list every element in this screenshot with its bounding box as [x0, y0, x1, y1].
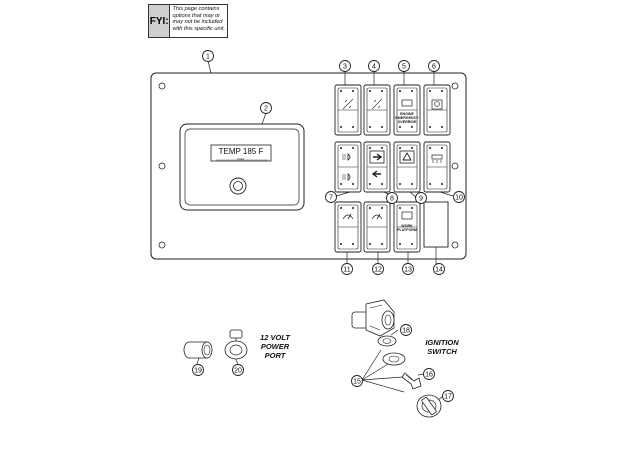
headlight-icon [342, 173, 351, 181]
rocker-switch-6 [423, 84, 451, 136]
callout-number: 10 [455, 194, 463, 201]
callout-18: 18 [400, 324, 412, 336]
callout-number: 19 [194, 367, 202, 374]
callout-20: 20 [232, 364, 244, 376]
callout-number: 9 [419, 195, 423, 202]
display-readout: TEMP 185 F [219, 147, 264, 156]
power-port-label-3: PORT [265, 351, 287, 360]
callout-number: 1 [206, 53, 210, 60]
engine-icon [401, 99, 413, 107]
callout-number: 17 [444, 393, 452, 400]
callout-number: 4 [372, 63, 376, 70]
rocker-switch-9 [393, 141, 421, 193]
callout-number: 18 [402, 327, 410, 334]
callout-number: 8 [390, 195, 394, 202]
callout-number: 14 [435, 266, 443, 273]
ignition-label-2: SWITCH [427, 347, 457, 356]
callout-2: 2 [260, 102, 272, 114]
rocker-switch-8 [363, 141, 391, 193]
rocker-switch-11 [334, 201, 362, 253]
callout-11: 11 [341, 263, 353, 275]
callout-8: 8 [386, 192, 398, 204]
callout-15: 15 [351, 375, 363, 387]
callout-number: 5 [402, 63, 406, 70]
hazard-triangle-icon [399, 150, 415, 164]
wiper-icon [342, 213, 354, 220]
headlight-icon [342, 153, 351, 161]
leader-lines [196, 60, 454, 403]
rocker-switch-12 [363, 201, 391, 253]
temperature-display-module: TEMP 185 F FUEL [179, 123, 305, 211]
callout-7: 7 [325, 191, 337, 203]
fyi-note-text: This page contains options that may or m… [170, 5, 227, 37]
callout-16: 16 [423, 368, 435, 380]
callout-number: 6 [432, 63, 436, 70]
callout-6: 6 [428, 60, 440, 72]
fyi-note-line: This page contains [172, 6, 220, 12]
power-port-label-1: 12 VOLT [260, 333, 291, 342]
callout-14: 14 [433, 263, 445, 275]
diagonal-hatch-icon [342, 98, 354, 110]
engine-override-label-1: ENGINE [400, 112, 414, 116]
ignition-knob-icon [416, 394, 442, 418]
callout-13: 13 [402, 263, 414, 275]
ignition-nut-icon [377, 335, 397, 347]
fyi-note-line: may not be included [172, 19, 223, 26]
callout-12: 12 [372, 263, 384, 275]
engine-override-label-2: EMERGENCY [395, 116, 419, 120]
diagonal-hatch-icon [371, 98, 383, 110]
rocker-switch-5 [393, 84, 421, 136]
camera-icon [431, 99, 443, 110]
ignition-key-icon [401, 372, 422, 390]
work-light-icon [401, 211, 413, 220]
power-port-socket-icon [183, 341, 213, 359]
rocker-switch-13 [393, 201, 421, 253]
callout-4: 4 [368, 60, 380, 72]
ignition-washer-icon [382, 352, 406, 366]
fyi-tag: FYI: [149, 5, 171, 37]
callout-number: 13 [404, 266, 412, 273]
callout-5: 5 [398, 60, 410, 72]
callout-9: 9 [415, 192, 427, 204]
work-platform-label-1: WORK [401, 224, 413, 228]
callout-number: 12 [374, 266, 382, 273]
rocker-switch-4 [363, 84, 391, 136]
callout-19: 19 [192, 364, 204, 376]
callout-number: 15 [353, 378, 361, 385]
callout-10: 10 [453, 191, 465, 203]
fyi-note-box: FYI: This page contains options that may… [148, 4, 228, 38]
callout-number: 20 [234, 367, 242, 374]
power-port-label-2: POWER [261, 342, 290, 351]
rocker-switch-3 [334, 84, 362, 136]
fyi-note-line: with this specific unit. [172, 25, 225, 32]
callout-number: 3 [343, 63, 347, 70]
work-platform-label-2: PLATFORM [397, 228, 417, 232]
power-port-cap-icon [224, 329, 248, 360]
fyi-note-line: options that may or [172, 12, 221, 19]
blank-plug [423, 201, 449, 248]
ignition-switch-body-icon [351, 299, 395, 337]
callout-number: 7 [329, 194, 333, 201]
light-bar-icon [431, 154, 443, 163]
callout-number: 2 [264, 105, 268, 112]
rocker-switch-group [334, 84, 451, 253]
rocker-switch-7 [334, 141, 362, 193]
ignition-label-1: IGNITION [425, 338, 459, 347]
callout-1: 1 [202, 50, 214, 62]
wiper-icon [371, 213, 383, 220]
engine-override-label-3: OVERRIDE [398, 120, 417, 124]
display-sub-label: FUEL [237, 157, 245, 161]
arrow-left-icon [371, 170, 381, 178]
callout-3: 3 [339, 60, 351, 72]
rocker-switch-10 [423, 141, 451, 193]
callout-number: 11 [343, 266, 350, 273]
callout-number: 16 [425, 371, 433, 378]
arrow-right-icon [369, 150, 385, 164]
callout-17: 17 [442, 390, 454, 402]
